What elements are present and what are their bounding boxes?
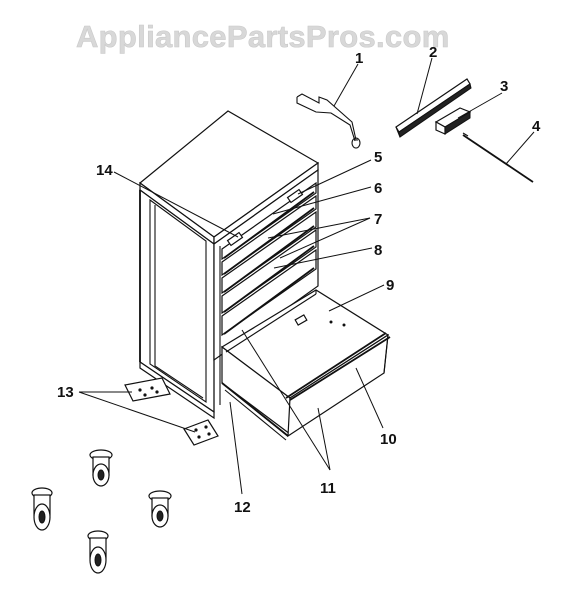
callout-4: 4 bbox=[532, 118, 541, 135]
callout-1: 1 bbox=[355, 50, 363, 67]
watermark-text: AppliancePartsPros.com bbox=[76, 19, 450, 54]
part-bracket bbox=[296, 93, 361, 149]
part-casters bbox=[31, 449, 172, 574]
callout-3: 3 bbox=[500, 78, 508, 95]
callout-5: 5 bbox=[374, 149, 382, 166]
part-slide-bracket bbox=[434, 107, 472, 135]
callout-8: 8 bbox=[374, 242, 382, 259]
callout-labels: 1 2 3 4 5 6 7 8 9 10 11 12 13 14 bbox=[57, 44, 541, 516]
callout-7: 7 bbox=[374, 211, 382, 228]
callout-10: 10 bbox=[380, 431, 397, 448]
callout-13: 13 bbox=[57, 384, 74, 401]
callout-12: 12 bbox=[234, 499, 251, 516]
cabinet bbox=[139, 110, 320, 420]
callout-2: 2 bbox=[429, 44, 437, 61]
callout-6: 6 bbox=[374, 180, 382, 197]
part-slide-rail bbox=[395, 78, 472, 138]
callout-9: 9 bbox=[386, 277, 394, 294]
leader-lines bbox=[78, 57, 535, 495]
callout-11: 11 bbox=[320, 480, 336, 497]
callout-14: 14 bbox=[96, 162, 113, 179]
part-mounting-plates bbox=[124, 377, 219, 446]
open-drawer bbox=[220, 289, 391, 441]
part-rod bbox=[462, 132, 534, 183]
